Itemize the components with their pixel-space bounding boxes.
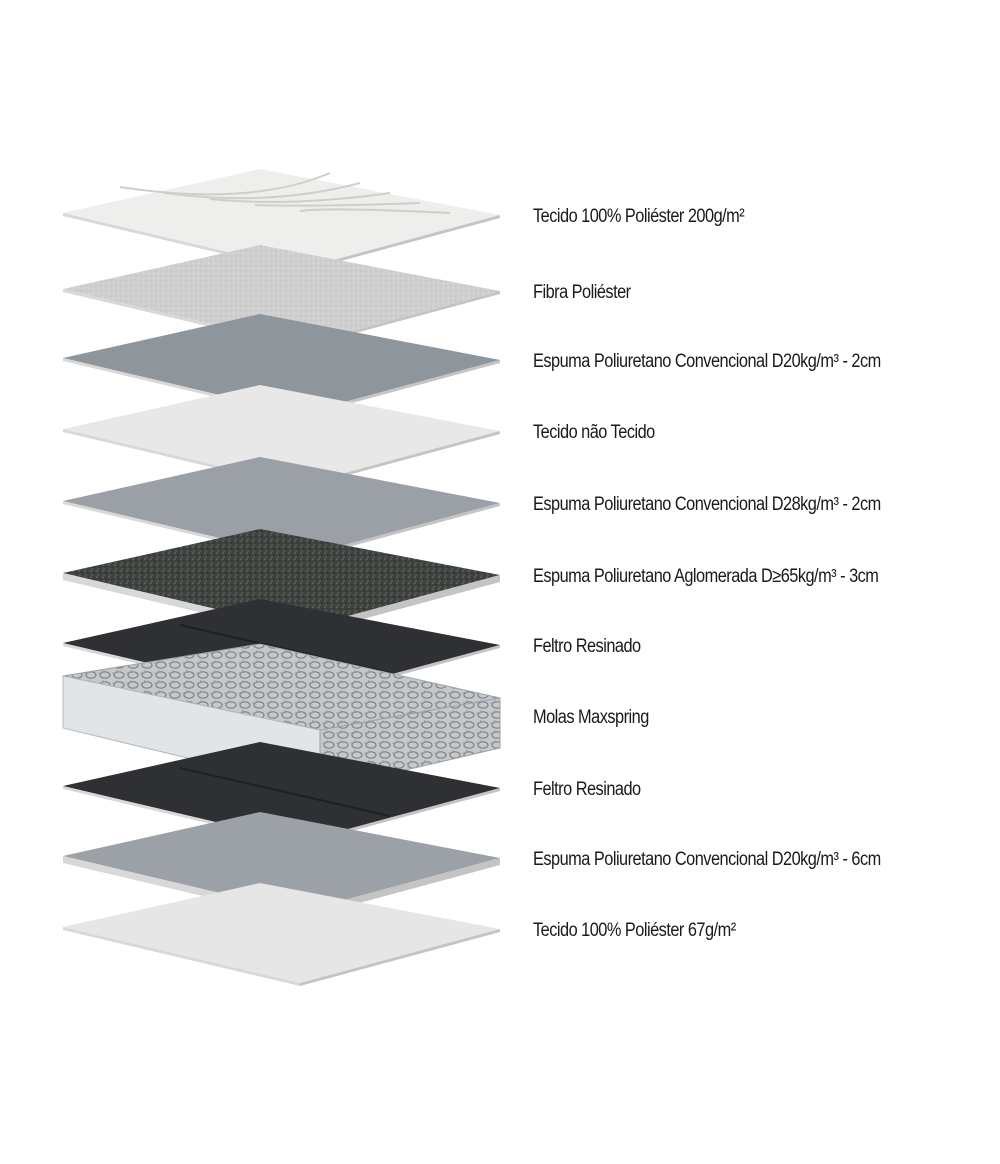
layer-label: Fibra Poliéster	[533, 282, 631, 303]
layer-label: Espuma Poliuretano Convencional D20kg/m³…	[533, 351, 881, 372]
layer-label: Feltro Resinado	[533, 779, 641, 800]
layer-label: Espuma Poliuretano Convencional D20kg/m³…	[533, 849, 881, 870]
layer-label: Espuma Poliuretano Convencional D28kg/m³…	[533, 494, 881, 515]
layer-label: Molas Maxspring	[533, 707, 649, 728]
layer-label: Feltro Resinado	[533, 636, 641, 657]
layer-11	[63, 883, 500, 986]
layer-label: Espuma Poliuretano Aglomerada D≥65kg/m³ …	[533, 566, 879, 587]
layer-label: Tecido não Tecido	[533, 422, 655, 443]
layer-label: Tecido 100% Poliéster 200g/m²	[533, 206, 745, 227]
layer-label: Tecido 100% Poliéster 67g/m²	[533, 920, 736, 941]
